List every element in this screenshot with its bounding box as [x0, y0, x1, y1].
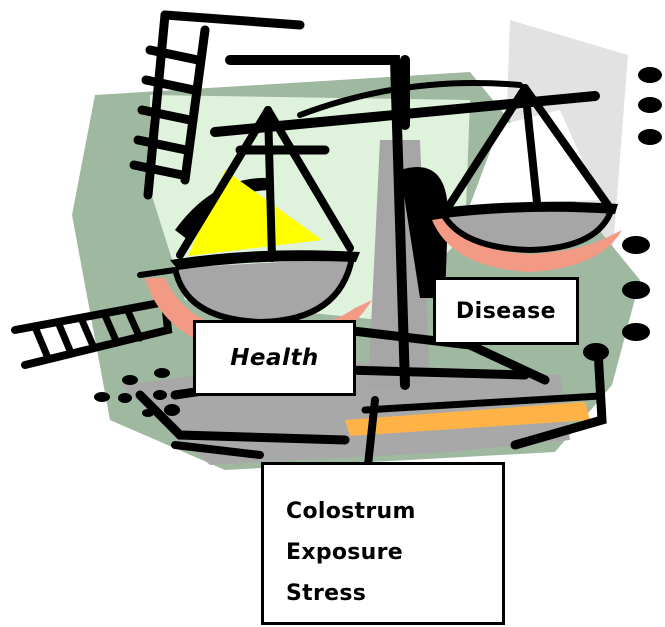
factors-box: Colostrum Exposure Stress — [261, 462, 505, 625]
disease-label-box: Disease — [433, 277, 579, 345]
health-label-box: Health — [193, 320, 356, 396]
factor-stress: Stress — [286, 573, 502, 614]
disease-label: Disease — [456, 299, 556, 324]
factor-colostrum: Colostrum — [286, 491, 502, 532]
health-label: Health — [230, 345, 319, 371]
factor-exposure: Exposure — [286, 532, 502, 573]
